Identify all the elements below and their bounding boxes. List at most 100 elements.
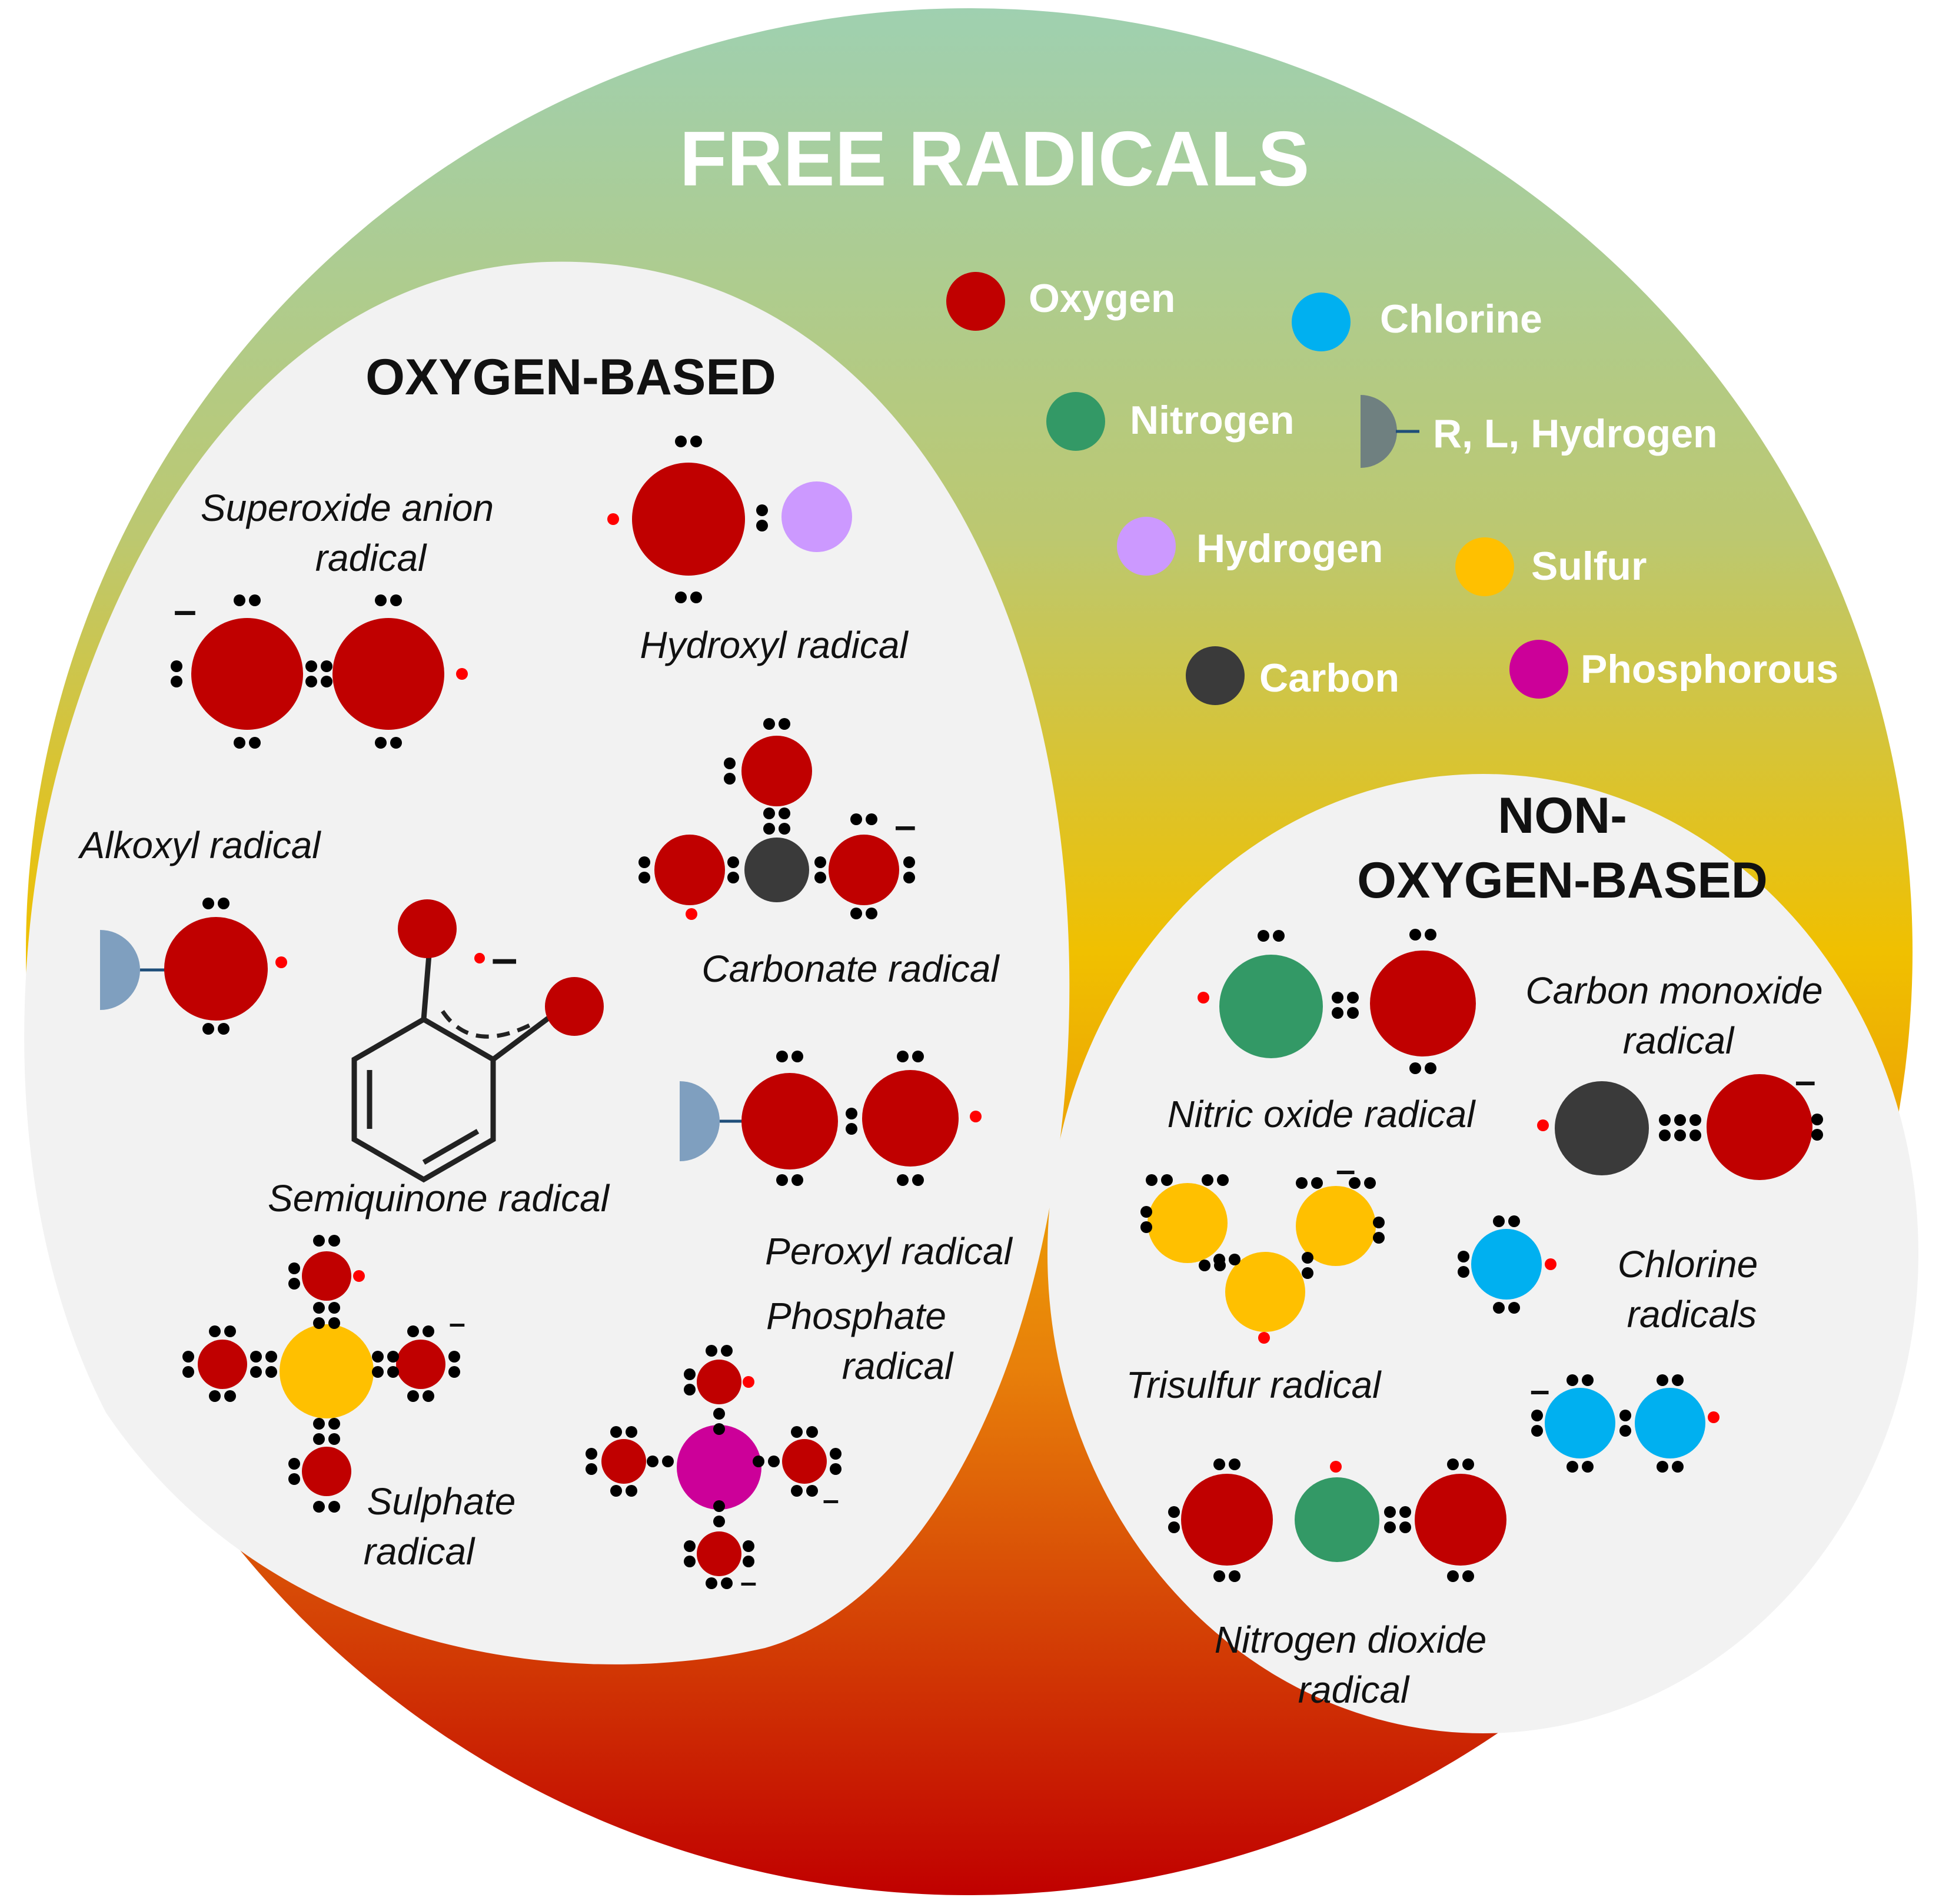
electron-dot — [806, 1426, 818, 1438]
electron-dot — [1567, 1374, 1578, 1386]
legend-hydrogen-label: Hydrogen — [1196, 526, 1383, 571]
electron-dot — [850, 908, 862, 919]
carbonate-label: Carbonate radical — [701, 948, 1000, 990]
charge-sign: – — [1530, 1370, 1549, 1410]
electron-dot — [390, 737, 402, 749]
electron-dot — [1619, 1410, 1631, 1421]
electron-dot — [713, 1408, 725, 1420]
electron-dot — [638, 856, 650, 868]
electron-dot — [1582, 1374, 1594, 1386]
electron-dot — [1659, 1129, 1671, 1141]
electron-dot — [638, 872, 650, 883]
electron-dot — [1493, 1215, 1505, 1227]
electron-dot — [1140, 1206, 1152, 1218]
electron-dot — [305, 660, 317, 672]
charge-sign: – — [1795, 1059, 1816, 1102]
sulfur-atom — [1148, 1183, 1228, 1263]
peroxyl-molecule: Peroxyl radical — [680, 1051, 1013, 1272]
oxygen-atom — [164, 917, 268, 1021]
electron-dot — [763, 718, 775, 730]
electron-dot — [791, 1051, 803, 1062]
electron-dot — [1229, 1570, 1240, 1582]
electron-dot — [706, 1577, 717, 1589]
electron-dot — [1447, 1458, 1459, 1470]
trisulfur-label: Trisulfur radical — [1126, 1364, 1382, 1406]
electron-dot — [791, 1485, 803, 1497]
electron-dot — [423, 1390, 434, 1402]
oxygen-atom — [302, 1447, 351, 1496]
electron-dot — [727, 856, 739, 868]
legend-sulfur-label: Sulfur — [1531, 544, 1647, 589]
electron-dot — [321, 660, 332, 672]
electron-dot — [1674, 1129, 1686, 1141]
electron-dot — [897, 1051, 909, 1062]
electron-dot — [224, 1390, 236, 1402]
phosphate-label-line2: radical — [842, 1345, 954, 1387]
carbon-monoxide-label-line1: Carbon monoxide — [1525, 969, 1822, 1012]
unpaired-electron — [970, 1111, 982, 1122]
electron-dot — [779, 718, 790, 730]
alkoxyl-label: Alkoxyl radical — [77, 824, 321, 866]
oxygen-atom — [741, 736, 812, 806]
electron-dot — [756, 520, 768, 531]
electron-dot — [713, 1500, 725, 1512]
electron-dot — [372, 1366, 384, 1378]
sulfur-atom — [280, 1324, 374, 1418]
electron-dot — [328, 1501, 340, 1513]
electron-dot — [321, 676, 332, 687]
phosphorous-atom — [677, 1425, 761, 1510]
legend-oxygen-swatch — [946, 272, 1005, 331]
oxygen-based-panel — [24, 261, 1070, 1664]
electron-dot — [776, 1174, 788, 1186]
electron-dot — [1168, 1506, 1180, 1518]
electron-dot — [1689, 1114, 1701, 1126]
electron-dot — [387, 1366, 399, 1378]
oxygen-atom — [654, 835, 725, 905]
phosphate-molecule: Phosphate radical –– — [586, 1295, 954, 1599]
unpaired-electron — [275, 956, 287, 968]
oxygen-atom — [1370, 951, 1476, 1056]
electron-dot — [1447, 1570, 1459, 1582]
semiquinone-label: Semiquinone radical — [268, 1177, 610, 1220]
legend-nitrogen-label: Nitrogen — [1130, 398, 1295, 443]
electron-dot — [313, 1317, 325, 1329]
oxygen-atom — [741, 1073, 838, 1169]
oxygen-atom — [1181, 1474, 1273, 1566]
oxygen-based-heading: OXYGEN-BASED — [365, 349, 776, 406]
superoxide-molecule: Superoxide anion radical – — [171, 487, 494, 749]
nitrogen-dioxide-molecule: Nitrogen dioxide radical — [1168, 1458, 1506, 1711]
electron-dot — [1213, 1458, 1225, 1470]
oxygen-atom — [862, 1070, 959, 1167]
hydroxyl-label: Hydroxyl radical — [640, 624, 909, 666]
electron-dot — [1657, 1461, 1668, 1473]
electron-dot — [313, 1302, 325, 1314]
unpaired-electron — [1537, 1119, 1549, 1131]
unpaired-electron — [474, 953, 485, 963]
electron-dot — [328, 1235, 340, 1247]
electron-dot — [662, 1456, 674, 1467]
unpaired-electron — [1198, 992, 1209, 1003]
electron-dot — [690, 592, 702, 603]
oxygen-atom — [1415, 1474, 1506, 1566]
electron-dot — [1347, 992, 1359, 1003]
nitrogen-dioxide-label-line1: Nitrogen dioxide — [1215, 1619, 1487, 1661]
legend-r-group-label: R, L, Hydrogen — [1433, 411, 1718, 456]
charge-sign: – — [1336, 1150, 1355, 1189]
electron-dot — [763, 808, 775, 819]
trisulfur-molecule: Trisulfur radical – — [1126, 1150, 1385, 1406]
sulphate-label-line1: Sulphate — [367, 1480, 516, 1523]
oxygen-atom — [332, 618, 444, 730]
electron-dot — [866, 813, 877, 825]
legend-phosphorous-swatch — [1509, 640, 1568, 699]
electron-dot — [675, 592, 687, 603]
legend-oxygen-label: Oxygen — [1029, 276, 1175, 321]
oxygen-atom — [697, 1360, 741, 1404]
superoxide-label-line2: radical — [315, 537, 427, 579]
electron-dot — [224, 1325, 236, 1337]
electron-dot — [1462, 1458, 1474, 1470]
sulfur-atom — [1225, 1252, 1305, 1332]
nitrogen-atom — [1295, 1477, 1379, 1562]
electron-dot — [768, 1456, 780, 1467]
electron-dot — [1462, 1570, 1474, 1582]
electron-dot — [866, 908, 877, 919]
